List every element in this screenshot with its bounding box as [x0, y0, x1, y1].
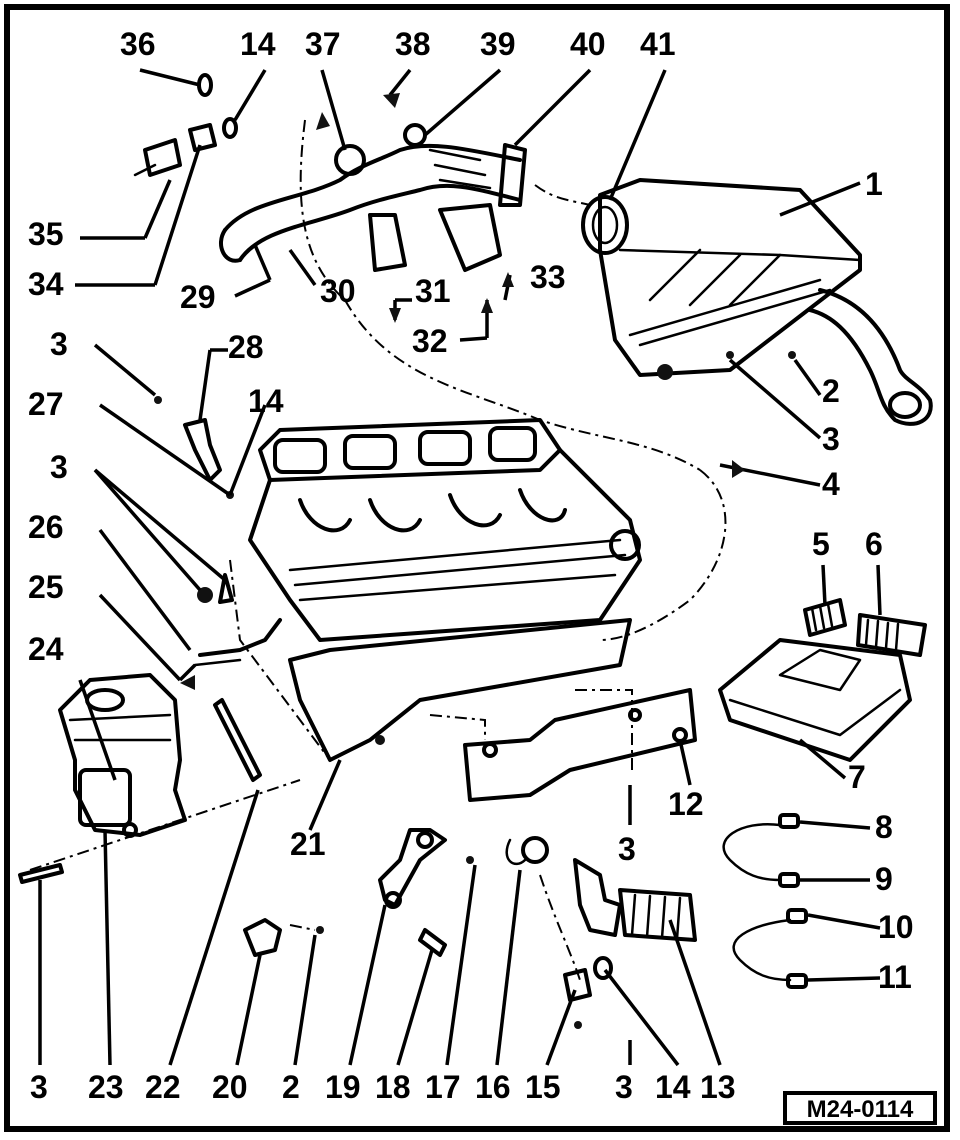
callout-12: 12: [668, 786, 704, 822]
callout-4: 4: [822, 466, 840, 502]
callout-28: 28: [228, 329, 264, 365]
callout-3: 3: [615, 1069, 633, 1105]
callout-27: 27: [28, 386, 64, 422]
callout-33: 33: [530, 259, 566, 295]
callout-21: 21: [290, 826, 326, 862]
bracket-19: [378, 828, 474, 957]
callout-25: 25: [28, 569, 64, 605]
bracket-12: [463, 688, 697, 802]
callout-32: 32: [412, 323, 448, 359]
throttle-body: [58, 673, 187, 838]
callout-3: 3: [822, 421, 840, 457]
callout-7: 7: [848, 759, 866, 795]
callout-11: 11: [878, 959, 912, 995]
callout-34: 34: [28, 266, 64, 302]
callout-3: 3: [50, 326, 68, 362]
callout-10: 10: [878, 909, 914, 945]
callout-24: 24: [28, 631, 64, 667]
callout-1: 1: [865, 166, 883, 202]
engine-control-unit: [718, 598, 927, 762]
callout-31: 31: [415, 273, 451, 309]
callout-39: 39: [480, 26, 516, 62]
callout-35: 35: [28, 216, 64, 252]
wiring-26-25: [193, 573, 282, 667]
callout-9: 9: [875, 861, 893, 897]
callout-2: 2: [282, 1069, 300, 1105]
diagram-frame: [4, 4, 950, 1132]
gasket-22: [213, 698, 262, 782]
callout-3: 3: [618, 831, 636, 867]
reference-code-box: M24-0114: [783, 1091, 937, 1125]
arrowheads: [180, 93, 745, 690]
callout-labels: 1 2 3 4 5 6 7 8 9 10 11 12 3 13 14 3 15 …: [28, 26, 914, 1105]
callout-2: 2: [822, 373, 840, 409]
callout-5: 5: [812, 526, 830, 562]
bolt-3-bottom-left: [18, 863, 64, 884]
callout-14: 14: [655, 1069, 691, 1105]
intake-hose-assembly: [219, 123, 527, 272]
callout-18: 18: [375, 1069, 411, 1105]
callout-14: 14: [240, 26, 276, 62]
callout-29: 29: [180, 279, 216, 315]
callout-23: 23: [88, 1069, 124, 1105]
callout-13: 13: [700, 1069, 736, 1105]
callout-26: 26: [28, 509, 64, 545]
callout-3: 3: [30, 1069, 48, 1105]
callout-16: 16: [475, 1069, 511, 1105]
sensor-20: [243, 918, 324, 957]
callout-14: 14: [248, 383, 284, 419]
sensor-and-seals-top-left: [133, 73, 238, 177]
callout-37: 37: [305, 26, 341, 62]
callout-6: 6: [865, 526, 883, 562]
callout-8: 8: [875, 809, 893, 845]
intake-manifold: [248, 418, 642, 762]
leader-lines: [38, 68, 882, 1067]
callout-3: 3: [50, 449, 68, 485]
reference-code: M24-0114: [807, 1096, 914, 1123]
bracket-13: [573, 858, 697, 942]
sensor-15-16: [505, 836, 613, 1029]
sensor-28: [154, 396, 234, 499]
callout-40: 40: [570, 26, 606, 62]
callout-15: 15: [525, 1069, 561, 1105]
callout-30: 30: [320, 273, 356, 309]
callout-22: 22: [145, 1069, 181, 1105]
callout-17: 17: [425, 1069, 461, 1105]
callout-20: 20: [212, 1069, 248, 1105]
callout-38: 38: [395, 26, 431, 62]
air-filter-housing: [581, 178, 933, 426]
callout-41: 41: [640, 26, 676, 62]
callout-36: 36: [120, 26, 156, 62]
oxygen-sensor-8-9: [722, 813, 800, 888]
oxygen-sensor-10-11: [732, 908, 808, 989]
callout-19: 19: [325, 1069, 361, 1105]
